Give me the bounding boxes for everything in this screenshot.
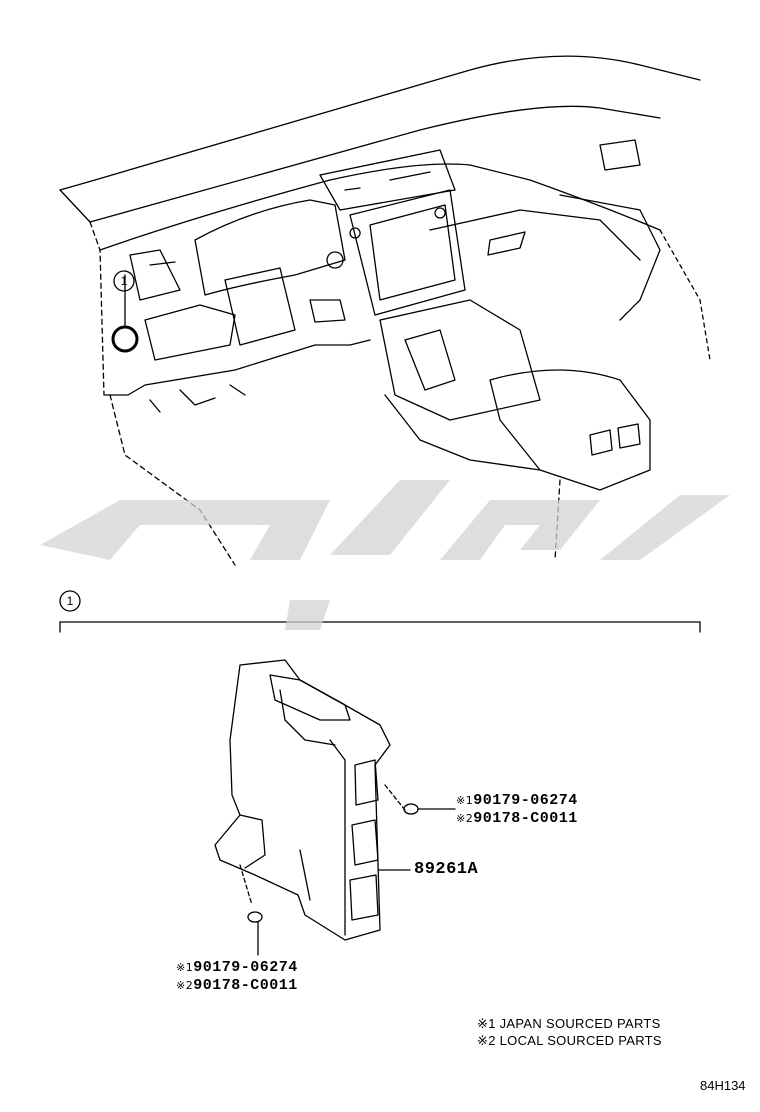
fastener-2-japan-part[interactable]: 90179-06274: [193, 959, 298, 976]
figure-id: 84H134: [700, 1078, 746, 1093]
marker-japan: ※1: [456, 794, 474, 807]
fastener-1-local-part[interactable]: 90178-C0011: [473, 810, 578, 827]
callout-circle: [113, 270, 135, 292]
marker-local: ※2: [456, 812, 474, 825]
watermark: [40, 480, 730, 630]
fastener-1-japan-part[interactable]: 90179-06274: [473, 792, 578, 809]
section-callout-circle: [59, 590, 81, 612]
marker-local: ※2: [176, 979, 194, 992]
callout-label-top: 1: [120, 274, 128, 288]
dashboard-illustration: [59, 55, 711, 566]
fastener-2-local-part[interactable]: 90178-C0011: [193, 977, 298, 994]
section-bracket: [59, 621, 701, 633]
callout-label-section: 1: [66, 594, 74, 608]
note-local-sourced: ※2 LOCAL SOURCED PARTS: [477, 1033, 662, 1048]
fastener-1-part-numbers[interactable]: ※190179-06274 ※290178-C0011: [456, 792, 578, 828]
marker-japan: ※1: [176, 961, 194, 974]
control-module-illustration: [214, 659, 419, 941]
sourcing-notes: ※1 JAPAN SOURCED PARTS ※2 LOCAL SOURCED …: [477, 1015, 662, 1049]
note-japan-sourced: ※1 JAPAN SOURCED PARTS: [477, 1016, 661, 1031]
fastener-2-part-numbers[interactable]: ※190179-06274 ※290178-C0011: [176, 959, 298, 995]
location-marker-circle: [111, 325, 139, 353]
main-part-number[interactable]: 89261A: [414, 860, 479, 879]
